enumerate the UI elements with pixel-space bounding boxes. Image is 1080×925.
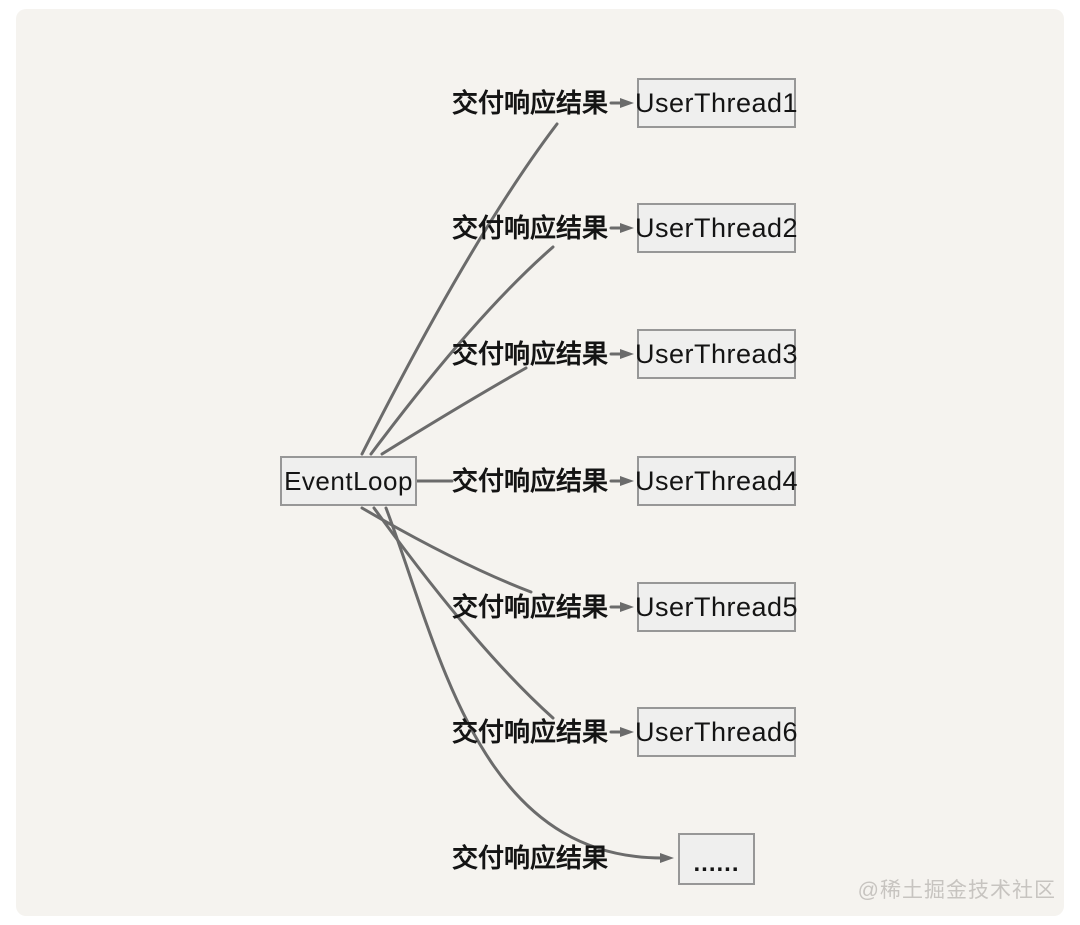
edge-label-2: 交付响应结果 xyxy=(452,213,609,243)
edge-label-4: 交付响应结果 xyxy=(452,466,609,496)
curve-to-userthread1 xyxy=(360,122,559,456)
node-userthread5: UserThread5 xyxy=(635,582,798,632)
edge-label-3: 交付响应结果 xyxy=(452,339,609,369)
edge-label-7: 交付响应结果 xyxy=(452,843,609,873)
edge-label-5: 交付响应结果 xyxy=(452,592,609,622)
node-more-threads: ...... xyxy=(678,833,755,885)
node-userthread4: UserThread4 xyxy=(635,456,798,506)
watermark: @稀土掘金技术社区 xyxy=(857,879,1056,902)
node-userthread2: UserThread2 xyxy=(635,203,798,253)
curve-to-userthread2 xyxy=(369,245,555,456)
edge-label-6: 交付响应结果 xyxy=(452,717,609,747)
node-eventloop: EventLoop xyxy=(280,456,417,506)
diagram-canvas xyxy=(16,9,1064,916)
curve-to-userthread3 xyxy=(380,366,528,456)
curve-to-dots-box xyxy=(384,506,674,863)
edge-label-1: 交付响应结果 xyxy=(452,88,609,118)
curve-to-userthread5 xyxy=(360,506,533,594)
node-userthread3: UserThread3 xyxy=(635,329,798,379)
node-userthread6: UserThread6 xyxy=(635,707,798,757)
node-userthread1: UserThread1 xyxy=(635,78,798,128)
